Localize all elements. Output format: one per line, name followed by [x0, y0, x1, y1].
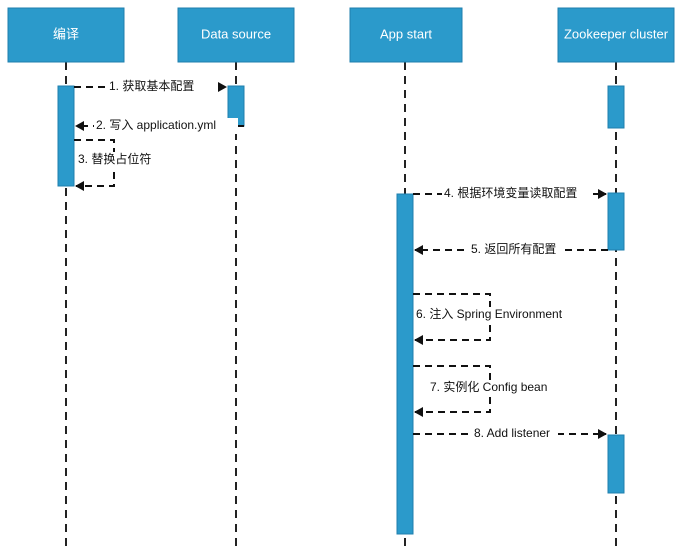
participant-appstart-label: App start — [380, 26, 432, 41]
message-1-label: 1. 获取基本配置 — [109, 79, 194, 93]
message-7-label: 7. 实例化 Config bean — [430, 379, 547, 394]
participant-compile: 编译 — [7, 7, 125, 63]
message-3-label: 3. 替换占位符 — [78, 151, 151, 166]
activation-compile — [57, 85, 75, 187]
participant-compile-label: 编译 — [53, 26, 79, 41]
message-2-label: 2. 写入 application.yml — [96, 118, 216, 132]
activation-zookeeper-3 — [607, 434, 625, 494]
activation-appstart — [396, 193, 414, 535]
message-4-label: 4. 根据环境变量读取配置 — [444, 185, 577, 200]
participant-datasource-label: Data source — [201, 26, 271, 41]
message-6-label: 6. 注入 Spring Environment — [416, 306, 563, 321]
participant-appstart: App start — [349, 7, 463, 63]
participant-datasource: Data source — [177, 7, 295, 63]
participant-zookeeper: Zookeeper cluster — [557, 7, 675, 63]
participant-zookeeper-label: Zookeeper cluster — [564, 26, 669, 41]
activation-zookeeper-2 — [607, 192, 625, 251]
message-5-label: 5. 返回所有配置 — [471, 242, 556, 256]
activation-zookeeper-1 — [607, 85, 625, 129]
message-8-label: 8. Add listener — [474, 426, 550, 440]
